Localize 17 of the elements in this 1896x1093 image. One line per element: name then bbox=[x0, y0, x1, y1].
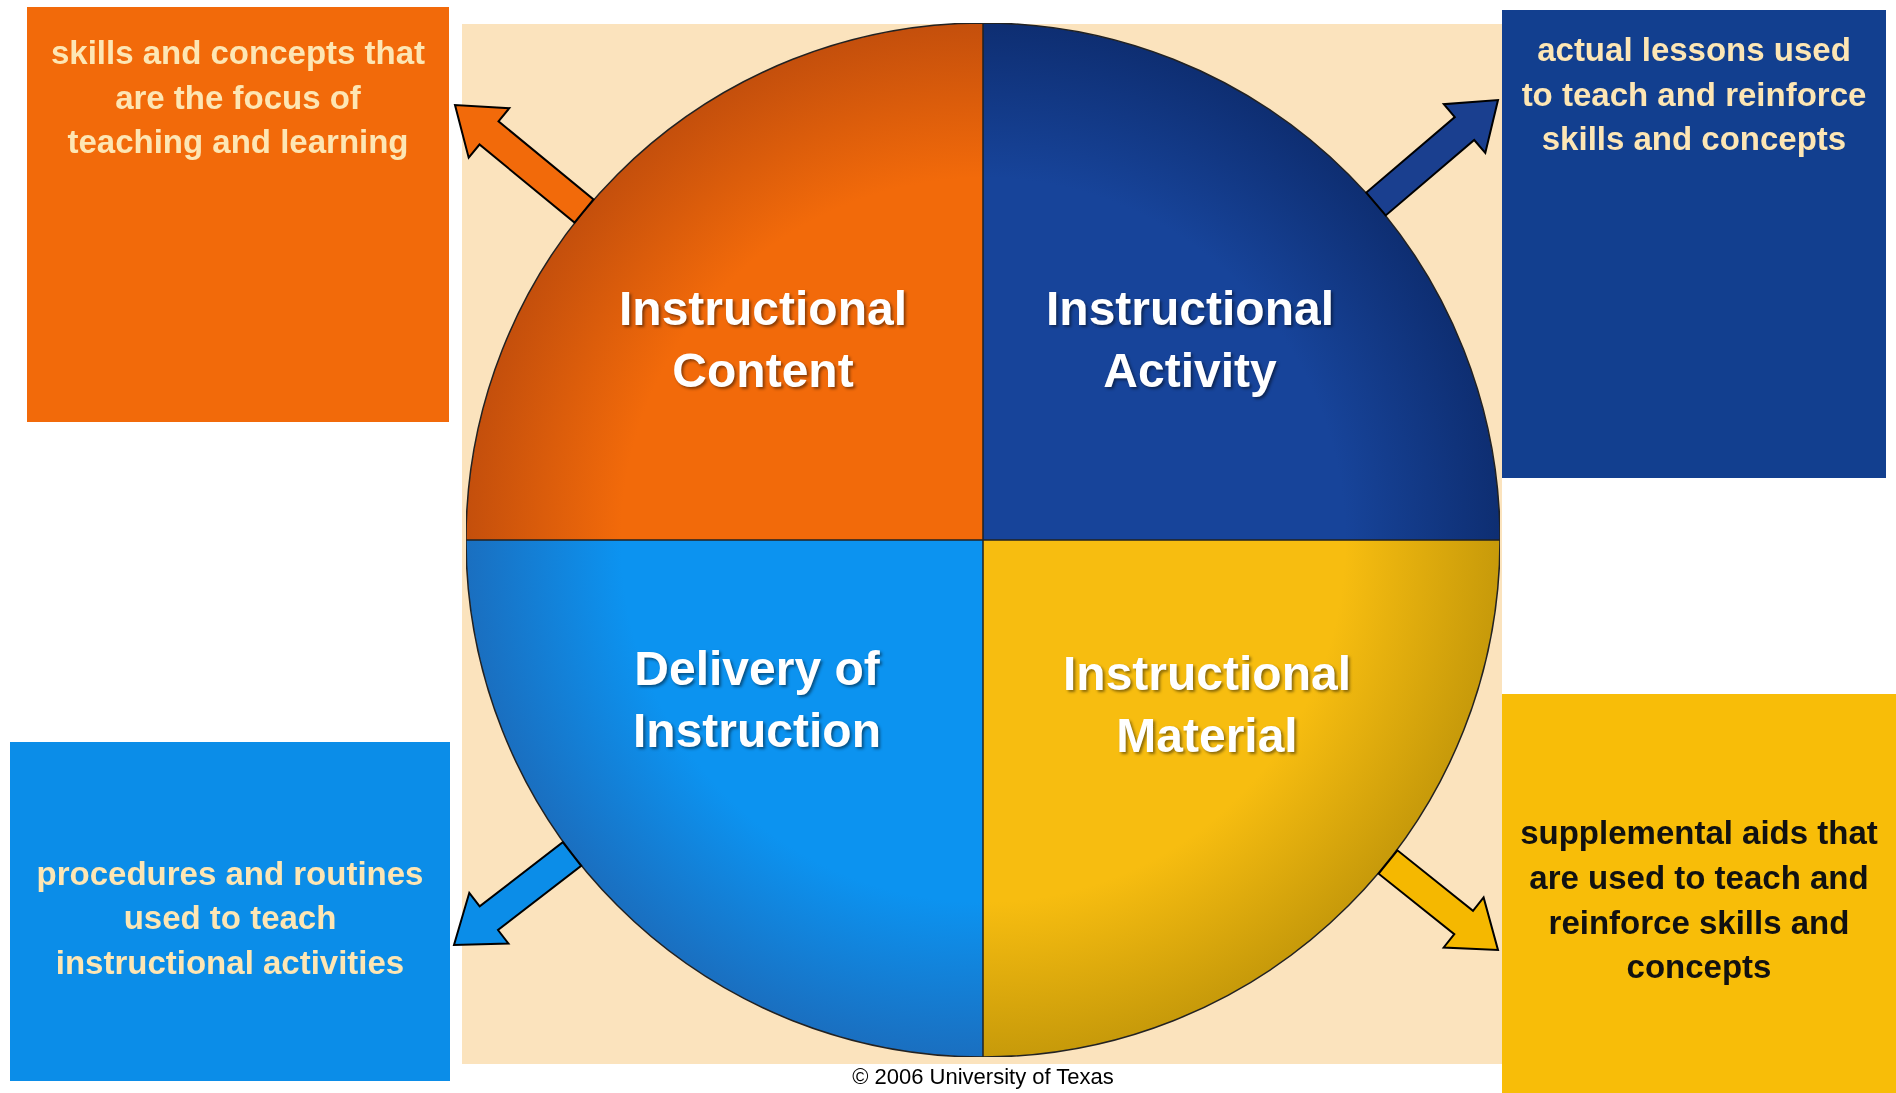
description-box bbox=[10, 742, 450, 1081]
quadrant-title: Instructional Activity bbox=[1045, 280, 1335, 399]
block-arrow bbox=[1377, 848, 1500, 952]
quadrant-title: Instructional Material bbox=[1062, 645, 1352, 764]
description-text: actual lessons used to teach and reinforce skills and concepts bbox=[1520, 30, 1868, 160]
block-arrow bbox=[452, 840, 583, 947]
block-arrow bbox=[1364, 98, 1500, 217]
description-box bbox=[1502, 694, 1896, 1093]
description-box bbox=[1502, 10, 1886, 478]
block-arrow bbox=[453, 103, 595, 224]
description-box bbox=[27, 7, 449, 422]
copyright-note: © 2006 University of Texas bbox=[852, 1064, 1114, 1090]
description-text: skills and concepts that are the focus of teaching and learning bbox=[49, 33, 427, 163]
quadrant-title: Delivery of Instruction bbox=[632, 640, 882, 759]
quadrant-title: Instructional Content bbox=[618, 280, 908, 399]
description-text: procedures and routines used to teach instructional activities bbox=[35, 853, 425, 983]
description-text: supplemental aids that are used to teach and reinforce skills and concepts bbox=[1519, 813, 1879, 988]
